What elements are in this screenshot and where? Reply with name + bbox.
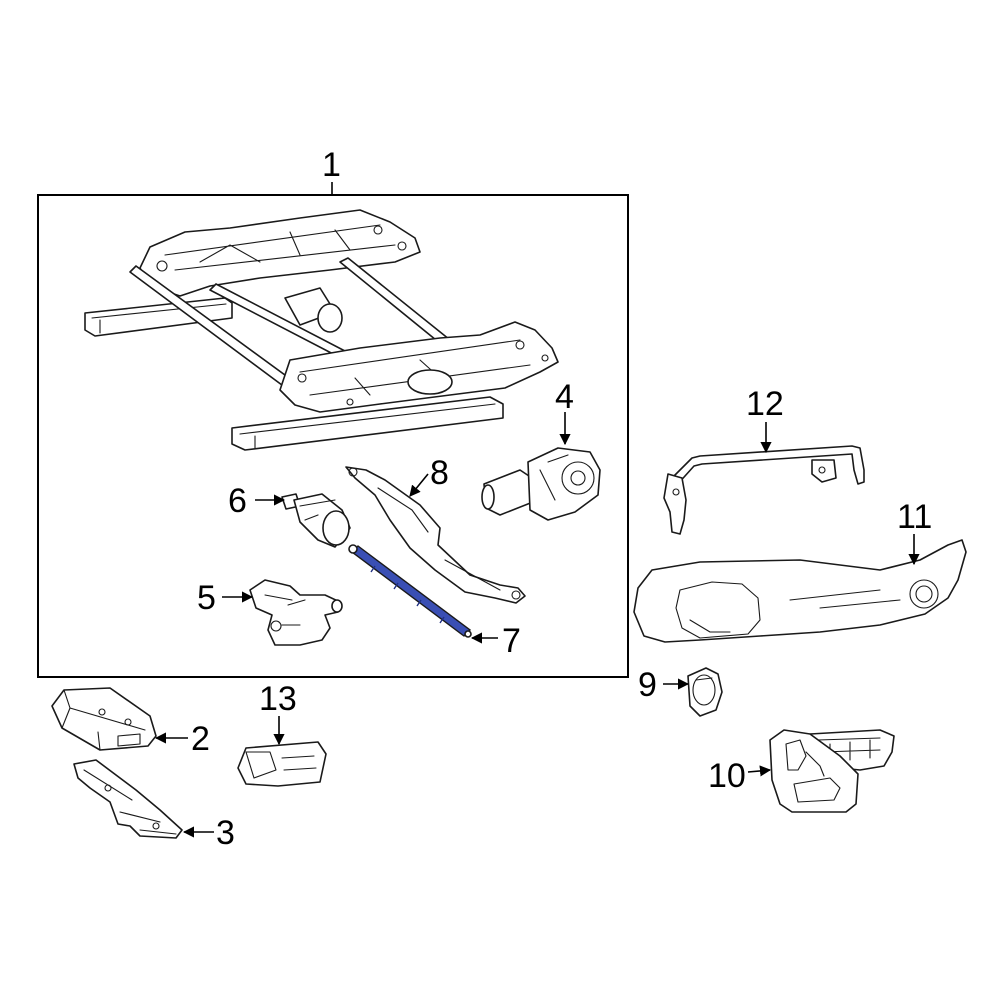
callout-9-label[interactable]: 9 xyxy=(638,666,657,704)
assembly-group-frame xyxy=(37,194,629,678)
control-module[interactable] xyxy=(51,687,157,751)
module-bracket[interactable] xyxy=(73,759,183,839)
callout-3-label[interactable]: 3 xyxy=(216,814,235,852)
callout-12-label[interactable]: 12 xyxy=(746,385,784,423)
callout-10-label[interactable]: 10 xyxy=(708,757,746,795)
callout-10-leader xyxy=(747,765,772,777)
callout-4-label[interactable]: 4 xyxy=(555,378,574,416)
callout-8-leader xyxy=(409,473,429,497)
callout-7-label[interactable]: 7 xyxy=(502,622,521,660)
height-motor[interactable] xyxy=(249,579,343,646)
drive-cable[interactable] xyxy=(348,544,472,638)
drive-cable-segments xyxy=(370,565,445,624)
switch-knob[interactable] xyxy=(687,667,723,717)
track-bracket[interactable] xyxy=(345,466,526,604)
callout-6-label[interactable]: 6 xyxy=(228,482,247,520)
callout-5-label[interactable]: 5 xyxy=(197,579,216,617)
cover-cap[interactable] xyxy=(237,741,327,787)
callout-1-label[interactable]: 1 xyxy=(322,146,341,184)
adjuster-motor[interactable] xyxy=(481,447,601,521)
callout-8-label[interactable]: 8 xyxy=(430,454,449,492)
callout-13-label[interactable]: 13 xyxy=(259,680,297,718)
callout-2-label[interactable]: 2 xyxy=(191,720,210,758)
callout-11-label[interactable]: 11 xyxy=(897,498,932,536)
outer-trim-shield[interactable] xyxy=(633,539,967,643)
wire-harness-rod[interactable] xyxy=(663,445,865,535)
seat-frame-assembly[interactable] xyxy=(84,209,559,451)
recline-motor[interactable] xyxy=(281,493,351,548)
switch-assembly[interactable] xyxy=(769,729,895,813)
